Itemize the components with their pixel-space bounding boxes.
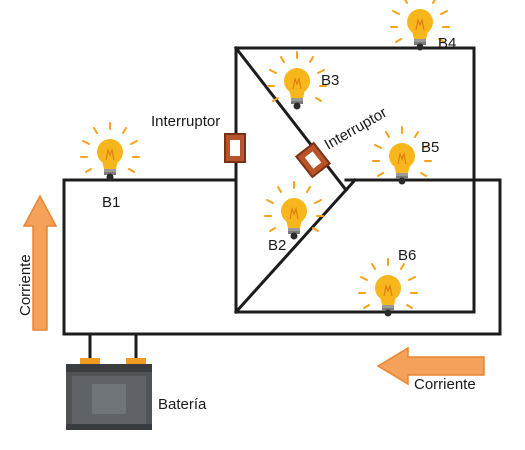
label-battery: Batería bbox=[158, 396, 207, 413]
bulb-b6-icon bbox=[358, 258, 418, 318]
label-b3: B3 bbox=[321, 72, 339, 89]
label-b5: B5 bbox=[421, 139, 439, 156]
label-switch-diagonal: Interruptor bbox=[322, 104, 390, 153]
label-current-bottom: Corriente bbox=[414, 376, 476, 393]
label-switch-left: Interruptor bbox=[151, 113, 220, 130]
bulb-b1-icon bbox=[80, 122, 140, 182]
label-b1: B1 bbox=[102, 194, 120, 211]
label-b4: B4 bbox=[438, 35, 456, 52]
arrow-icon bbox=[22, 194, 58, 331]
battery bbox=[66, 358, 152, 430]
current-arrow-bottom bbox=[376, 346, 485, 386]
arrow-icon bbox=[376, 346, 485, 386]
label-b2: B2 bbox=[268, 237, 286, 254]
switch-diagonal[interactable] bbox=[294, 141, 332, 179]
label-b6: B6 bbox=[398, 247, 416, 264]
current-arrow-left bbox=[22, 194, 58, 331]
wires bbox=[62, 45, 502, 364]
label-current-left: Corriente bbox=[17, 254, 34, 316]
bulb-b2-icon bbox=[264, 181, 324, 241]
switch-left[interactable] bbox=[224, 133, 246, 163]
